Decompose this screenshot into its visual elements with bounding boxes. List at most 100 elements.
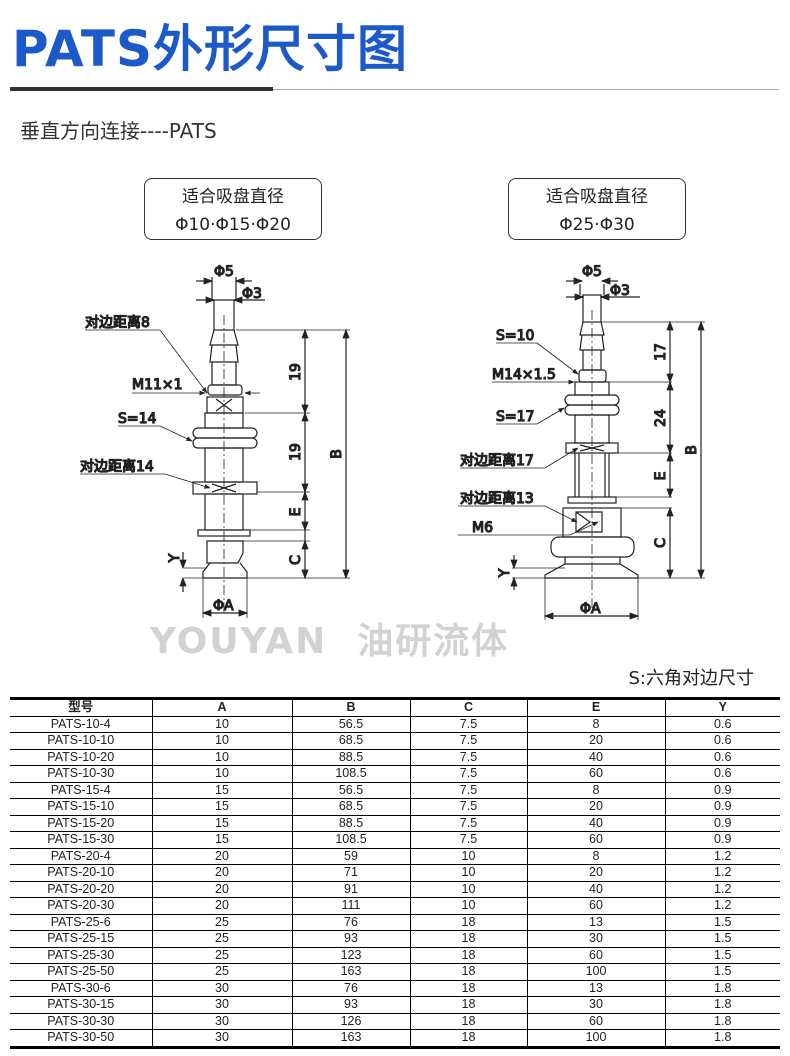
table-cell: 1.8	[664, 1029, 780, 1049]
table-cell: 1.2	[664, 897, 780, 915]
table-cell: 0.9	[664, 798, 780, 816]
technical-drawings: Φ5 Φ3 对边距离8 M11×1 S=14 对边距离14 19 19 E C …	[79, 263, 705, 620]
right-hex17-label: 对边距离17	[460, 452, 534, 469]
table-cell: 60	[526, 1013, 665, 1030]
table-cell: 0.6	[664, 732, 780, 750]
table-cell: 1.2	[664, 881, 780, 898]
table-cell: 7.5	[409, 798, 527, 816]
table-cell: 18	[409, 930, 527, 948]
table-cell: PATS-10-10	[10, 732, 152, 750]
left-dim-19b: 19	[288, 443, 304, 461]
right-hex13-label: 对边距离13	[460, 490, 534, 507]
right-thread-label: M14×1.5	[492, 367, 556, 383]
right-fit-sizes: Φ25·Φ30	[559, 215, 635, 235]
left-hex14-label: 对边距离14	[80, 458, 154, 475]
left-hex8-label: 对边距离8	[85, 314, 150, 331]
table-cell: 25	[151, 930, 292, 948]
table-cell: 18	[409, 1029, 527, 1049]
left-phi5-label: Φ5	[214, 264, 234, 280]
table-cell: 88.5	[291, 749, 410, 766]
table-cell: 20	[526, 798, 665, 816]
left-dim-19a: 19	[288, 363, 304, 381]
table-cell: 30	[526, 930, 665, 948]
table-cell: 0.6	[664, 765, 780, 783]
table-cell: PATS-25-15	[10, 930, 152, 948]
table-cell: 40	[526, 815, 665, 832]
right-s10-label: S=10	[496, 328, 534, 344]
table-cell: 7.5	[409, 831, 527, 849]
table-cell: 8	[526, 716, 665, 733]
table-cell: 20	[151, 897, 292, 915]
left-dim-e: E	[288, 508, 304, 517]
table-cell: 13	[526, 914, 665, 931]
table-cell: 1.5	[664, 963, 780, 981]
table-cell: 123	[291, 947, 410, 964]
table-cell: 18	[409, 1013, 527, 1030]
right-dim-b: B	[684, 445, 700, 455]
table-cell: 15	[151, 831, 292, 849]
table-cell: 25	[151, 947, 292, 964]
table-cell: 7.5	[409, 732, 527, 750]
table-cell: 0.6	[664, 749, 780, 766]
left-dim-phia: ΦA	[213, 598, 234, 614]
table-cell: 30	[151, 980, 292, 997]
title-divider	[273, 89, 779, 90]
right-dim-e: E	[653, 472, 669, 481]
table-cell: 91	[291, 881, 410, 898]
table-cell: 20	[151, 881, 292, 898]
table-cell: 25	[151, 914, 292, 931]
left-dim-y: Y	[167, 553, 183, 563]
right-drawing: Φ5 Φ3 S=10 M14×1.5 S=17 对边距离17 对边距离13 M6…	[458, 263, 705, 620]
table-cell: 76	[291, 980, 410, 997]
table-cell: 15	[151, 782, 292, 799]
table-cell: 163	[291, 963, 410, 981]
table-cell: PATS-10-4	[10, 716, 152, 733]
table-cell: PATS-20-10	[10, 864, 152, 882]
table-cell: PATS-15-20	[10, 815, 152, 832]
table-cell: 1.8	[664, 980, 780, 997]
table-cell: 30	[151, 1029, 292, 1049]
left-thread-label: M11×1	[132, 377, 183, 393]
table-cell: 93	[291, 930, 410, 948]
table-cell: 8	[526, 848, 665, 865]
table-cell: 88.5	[291, 815, 410, 832]
title-underline	[10, 87, 273, 91]
table-cell: 30	[151, 996, 292, 1014]
table-cell: 56.5	[291, 716, 410, 733]
table-cell: 126	[291, 1013, 410, 1030]
table-cell: 10	[151, 716, 292, 733]
table-cell: PATS-25-6	[10, 914, 152, 931]
table-cell: 100	[526, 963, 665, 981]
table-cell: 30	[526, 996, 665, 1014]
section-subtitle: 垂直方向连接----PATS	[20, 119, 217, 143]
table-cell: 10	[151, 765, 292, 783]
table-cell: 111	[291, 897, 410, 915]
table-cell: 8	[526, 782, 665, 799]
table-cell: 7.5	[409, 749, 527, 766]
right-dim-y: Y	[497, 568, 513, 578]
table-cell: PATS-15-30	[10, 831, 152, 849]
left-phi3-label: Φ3	[242, 286, 262, 302]
table-cell: 60	[526, 897, 665, 915]
page-title: PATS外形尺寸图	[12, 20, 408, 78]
table-cell: 18	[409, 980, 527, 997]
table-cell: 7.5	[409, 765, 527, 783]
table-cell: PATS-15-4	[10, 782, 152, 799]
table-cell: PATS-20-4	[10, 848, 152, 865]
table-cell: 10	[409, 897, 527, 915]
